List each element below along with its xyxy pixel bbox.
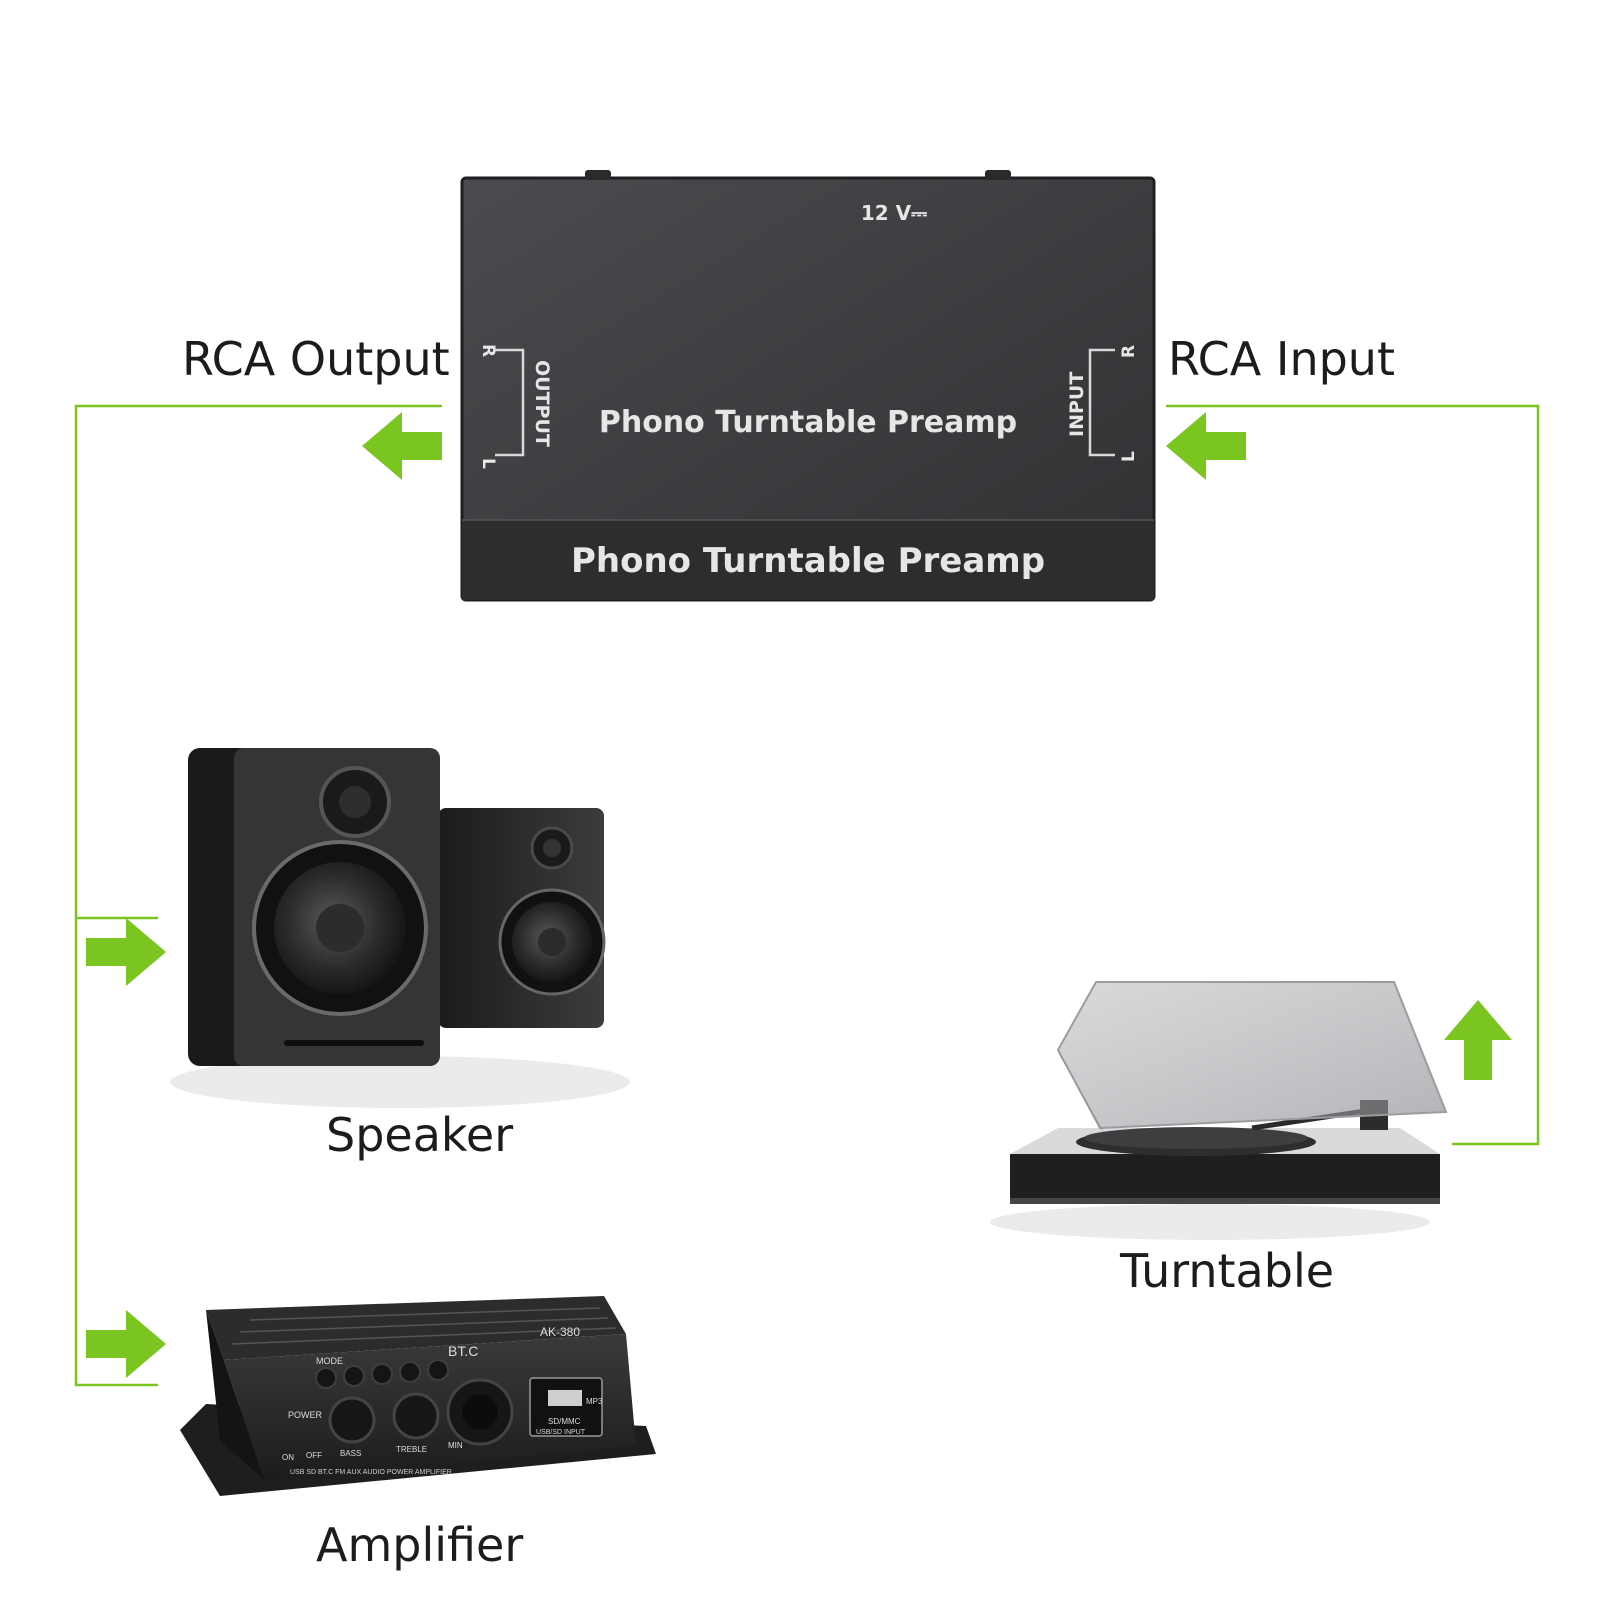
arrow-right-icon bbox=[86, 918, 166, 986]
input-connection-line bbox=[1166, 404, 1540, 1146]
input-left-channel: L bbox=[1119, 451, 1139, 462]
rca-input-label: RCA Input bbox=[1168, 332, 1395, 386]
amp-bass-text: BASS bbox=[340, 1449, 361, 1458]
amp-mp3-text: MP3 bbox=[586, 1397, 603, 1406]
output-right-channel: R bbox=[478, 344, 498, 357]
speaker-image bbox=[170, 748, 630, 1108]
flow-arrows bbox=[86, 412, 1512, 1378]
amp-mode-text: MODE bbox=[316, 1356, 343, 1366]
output-left-channel: L bbox=[478, 458, 498, 469]
amp-sdmmc-text: SD/MMC bbox=[548, 1417, 581, 1426]
turntable-label: Turntable bbox=[1120, 1244, 1335, 1298]
preamp-device: 12 V⎓ Phono Turntable Preamp Phono Turnt… bbox=[460, 170, 1156, 602]
turntable-image bbox=[990, 981, 1448, 1240]
amp-bt-text: BT.C bbox=[448, 1343, 478, 1359]
amp-on-text: ON bbox=[282, 1453, 294, 1462]
arrow-left-icon bbox=[1166, 412, 1246, 480]
amp-model-text: AK-380 bbox=[540, 1325, 580, 1339]
input-right-channel: R bbox=[1119, 345, 1139, 358]
amp-treble-text: TREBLE bbox=[396, 1445, 427, 1454]
power-label: 12 V⎓ bbox=[861, 201, 927, 225]
arrow-right-icon bbox=[86, 1310, 166, 1378]
amp-min-text: MIN bbox=[448, 1441, 463, 1450]
output-port-label: OUTPUT bbox=[531, 360, 553, 447]
output-connection-line bbox=[74, 404, 442, 1387]
amp-bottom-strip-text: USB SD BT.C FM AUX AUDIO POWER AMPLIFIER bbox=[290, 1469, 452, 1476]
speaker-label: Speaker bbox=[326, 1108, 514, 1162]
amp-power-text: POWER bbox=[288, 1410, 323, 1420]
amp-off-text: OFF bbox=[306, 1451, 322, 1460]
amplifier-label: Amplifier bbox=[316, 1518, 524, 1572]
preamp-top-text: Phono Turntable Preamp bbox=[599, 405, 1017, 440]
amp-usb-sd-input-text: USB/SD INPUT bbox=[536, 1429, 586, 1436]
amplifier-image: AK-380 BT.C MODE POWER ON OFF BASS TREBL… bbox=[180, 1296, 656, 1496]
arrow-left-icon bbox=[362, 412, 442, 480]
preamp-front-text: Phono Turntable Preamp bbox=[571, 541, 1045, 581]
connection-lines bbox=[74, 404, 1540, 1387]
input-port-label: INPUT bbox=[1066, 372, 1088, 437]
rca-output-label: RCA Output bbox=[182, 332, 450, 386]
arrow-up-icon bbox=[1444, 1000, 1512, 1080]
